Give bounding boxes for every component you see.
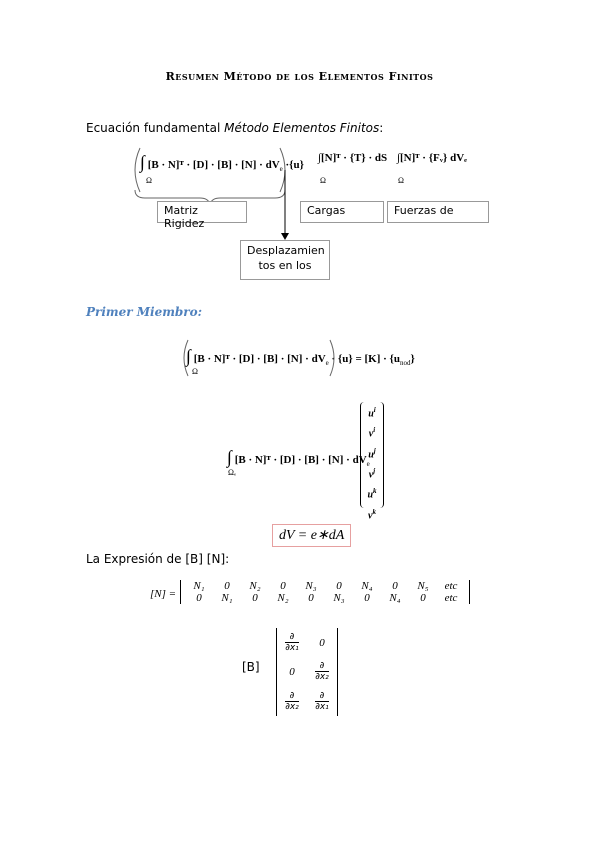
first-member-equation: ∫ [B · N]ᵀ · [D] · [B] · [N] · dVe · {u}… bbox=[186, 346, 415, 367]
n-matrix-cell: N₃ bbox=[333, 592, 345, 604]
vector-entry: vk bbox=[368, 507, 376, 521]
integral-sign-3: ∫ bbox=[227, 447, 232, 467]
n-matrix-cell: 0 bbox=[336, 580, 342, 592]
n-matrix-cell: 0 bbox=[364, 592, 370, 604]
loads-label-box: Cargas bbox=[300, 201, 384, 223]
n-matrix-row-1: N₁ 0 N₂ 0 N₃ 0 N₄ 0 N₅ etc bbox=[185, 580, 465, 592]
vector-entry: uk bbox=[367, 487, 377, 501]
element-equation: ∫ [B · N]ᵀ · [D] · [B] · [N] · dVe bbox=[227, 447, 370, 468]
n-matrix-cell: N₃ bbox=[305, 580, 317, 592]
n-matrix-cell: 0 bbox=[308, 592, 314, 604]
eq2-parens bbox=[183, 339, 335, 377]
vector-entry: vi bbox=[368, 426, 376, 440]
eq2-rhs: · {u} = [K] · {u bbox=[331, 353, 400, 365]
intro-italic: Método Elementos Finitos bbox=[224, 121, 380, 135]
n-matrix-cell: N₁ bbox=[193, 580, 205, 592]
domain-symbol-3: Ω bbox=[398, 176, 404, 185]
arrow-head bbox=[281, 233, 289, 240]
eq2-lhs-sub: e bbox=[325, 359, 329, 368]
element-domain: Ωₑ bbox=[228, 468, 236, 477]
vector-entry: ui bbox=[368, 406, 376, 420]
b-12: 0 bbox=[319, 636, 325, 649]
annotation-lines bbox=[134, 147, 289, 240]
n-matrix-cell: 0 bbox=[280, 580, 286, 592]
displacements-label-box: Desplazamien tos en los bbox=[240, 240, 330, 280]
b-32: ∂∂x₁ bbox=[315, 690, 329, 712]
n-matrix-cell: 0 bbox=[392, 580, 398, 592]
domain-symbol-4: Ω bbox=[192, 367, 198, 376]
expression-label: La Expresión de [B] [N]: bbox=[86, 552, 230, 566]
load-term: ∫[N]ᵀ · {T} · dS bbox=[318, 152, 388, 164]
n-matrix-cell: N₄ bbox=[361, 580, 373, 592]
n-matrix-cell: 0 bbox=[224, 580, 230, 592]
stiffness-sub: e bbox=[279, 165, 283, 174]
b-31: ∂∂x₂ bbox=[285, 690, 299, 712]
n-matrix-cell: etc bbox=[444, 580, 458, 592]
n-matrix-cell: etc bbox=[444, 592, 458, 604]
n-matrix-cell: N₁ bbox=[221, 592, 233, 604]
intro-text: Ecuación fundamental Método Elementos Fi… bbox=[86, 121, 383, 135]
intro-colon: : bbox=[379, 121, 384, 135]
n-matrix-cell: N₅ bbox=[417, 580, 429, 592]
n-matrix-row-2: 0 N₁ 0 N₂ 0 N₃ 0 N₄ 0 etc bbox=[185, 592, 465, 604]
n-matrix-cell: 0 bbox=[252, 592, 258, 604]
displacement-vector: ui vi uj vj uk vk bbox=[360, 402, 384, 521]
displacements-line1: Desplazamien bbox=[247, 244, 325, 257]
stiffness-term: [B · N]ᵀ · [D] · [B] · [N] · dV bbox=[147, 159, 280, 171]
section-heading: Primer Miembro: bbox=[86, 305, 203, 319]
stiffness-label-box: Matriz Rigidez bbox=[157, 201, 247, 230]
paren-left bbox=[134, 147, 141, 193]
eq3-term: [B · N]ᵀ · [D] · [B] · [N] · dV bbox=[234, 454, 367, 466]
page-title: Resumen Método de los Elementos Finitos bbox=[165, 70, 434, 83]
domain-symbol-2: Ω bbox=[320, 176, 326, 185]
eq2-rhs-sub: nod bbox=[399, 359, 411, 368]
eq2-lhs: [B · N]ᵀ · [D] · [B] · [N] · dV bbox=[193, 353, 326, 365]
b-11: ∂∂x₁ bbox=[285, 632, 299, 654]
paren-right bbox=[279, 147, 286, 193]
b-22: ∂∂x₂ bbox=[315, 661, 329, 683]
eq3-term-sub: e bbox=[366, 460, 370, 469]
integral-sign: ∫ bbox=[140, 152, 145, 172]
integral-sign-2: ∫ bbox=[186, 346, 191, 366]
vector-entry: vj bbox=[368, 466, 376, 481]
body-force-term: ∫[N]ᵀ · {Fᵥ} dVₑ bbox=[397, 152, 468, 164]
n-matrix-label: [N] = bbox=[150, 588, 177, 600]
intro-plain: Ecuación fundamental bbox=[86, 121, 225, 135]
fundamental-equation: ∫ [B · N]ᵀ · [D] · [B] · [N] · dVe ·{u} bbox=[140, 152, 304, 173]
forces-label-box: Fuerzas de bbox=[387, 201, 489, 223]
displacement-term: ·{u} bbox=[285, 159, 304, 171]
n-matrix-cell: 0 bbox=[420, 592, 426, 604]
n-matrix-cell: N₂ bbox=[277, 592, 289, 604]
n-matrix-cell: N₂ bbox=[249, 580, 261, 592]
n-matrix-cell: N₄ bbox=[389, 592, 401, 604]
b-matrix-label: [B] bbox=[242, 660, 260, 674]
eq2-rhs-end: } bbox=[410, 353, 415, 365]
dv-equation: dV = e∗dA bbox=[272, 524, 352, 547]
b-matrix: ∂∂x₁ 0 0 ∂∂x₂ ∂∂x₂ ∂∂x₁ bbox=[276, 628, 338, 716]
displacements-line2: tos en los bbox=[258, 259, 312, 272]
b-21: 0 bbox=[289, 665, 295, 678]
domain-symbol: Ω bbox=[146, 176, 152, 185]
vector-entry: uj bbox=[368, 446, 376, 460]
n-matrix-cell: 0 bbox=[196, 592, 202, 604]
